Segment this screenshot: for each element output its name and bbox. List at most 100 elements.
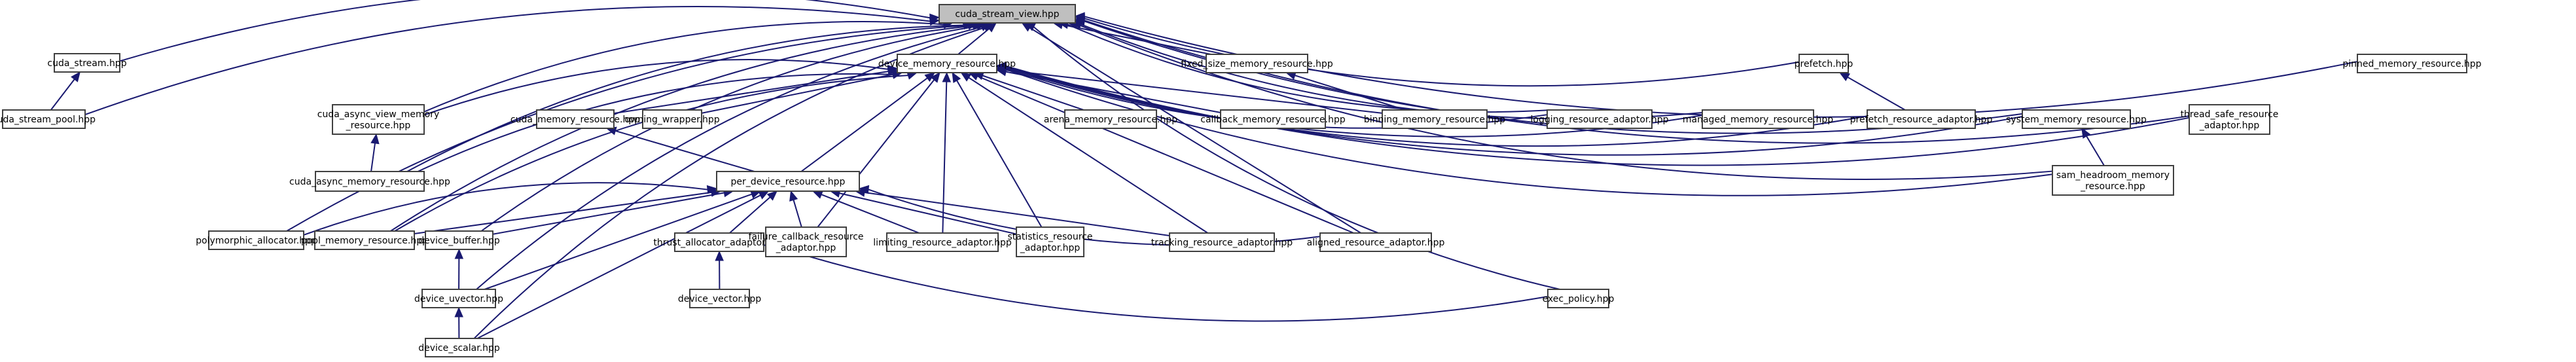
node-label: per_device_resource.hpp bbox=[731, 177, 846, 187]
graph-node-cuda-async-view[interactable]: cuda_async_view_memory_resource.hpp bbox=[317, 104, 440, 135]
graph-node-dmr[interactable]: device_memory_resource.hpp bbox=[878, 54, 1016, 73]
node-box bbox=[642, 109, 702, 129]
edge-line bbox=[394, 75, 908, 232]
node-box bbox=[1547, 289, 1609, 308]
edge-device-vector-to-thrust-alloc bbox=[715, 250, 724, 290]
edge-line bbox=[390, 25, 973, 232]
edge-aligned-to-dmr bbox=[968, 72, 1354, 234]
graph-node-thread-safe[interactable]: thread_safe_resource_adaptor.hpp bbox=[2181, 104, 2279, 135]
graph-node-thrust-alloc[interactable]: thrust_allocator_adaptor.hpp bbox=[653, 232, 785, 252]
arrowhead-icon bbox=[952, 71, 961, 83]
node-box bbox=[1064, 109, 1157, 129]
node-label: managed_memory_resource.hpp bbox=[1683, 115, 1833, 125]
node-label: statistics_resource bbox=[1008, 232, 1093, 242]
edge-line bbox=[1005, 65, 2190, 166]
node-label: device_uvector.hpp bbox=[414, 294, 503, 304]
node-box bbox=[332, 104, 425, 135]
arrowhead-icon bbox=[789, 190, 798, 202]
edge-line bbox=[476, 194, 761, 339]
node-label: _adaptor.hpp bbox=[1020, 243, 1081, 253]
arrowhead-icon bbox=[454, 306, 463, 317]
node-label: limiting_resource_adaptor.hpp bbox=[873, 238, 1012, 248]
edge-line bbox=[480, 26, 977, 232]
edge-line bbox=[772, 245, 1548, 322]
node-label: sam_headroom_memory bbox=[2056, 170, 2170, 181]
node-box bbox=[897, 54, 997, 73]
node-label: cuda_stream.hpp bbox=[47, 58, 126, 69]
graph-node-device-uvector[interactable]: device_uvector.hpp bbox=[414, 289, 503, 308]
graph-node-device-vector[interactable]: device_vector.hpp bbox=[678, 289, 761, 308]
node-label: exec_policy.hpp bbox=[1543, 294, 1615, 304]
graph-node-callback[interactable]: callback_memory_resource.hpp bbox=[1200, 109, 1346, 129]
node-label: binning_memory_resource.hpp bbox=[1364, 115, 1505, 125]
edge-line bbox=[1033, 26, 1560, 290]
node-box bbox=[2052, 165, 2174, 196]
graph-node-statistics[interactable]: statistics_resource_adaptor.hpp bbox=[1008, 226, 1093, 257]
graph-node-cuda-stream-pool[interactable]: cuda_stream_pool.hpp bbox=[0, 109, 96, 129]
node-box bbox=[1206, 54, 1308, 73]
graph-node-cuda-stream[interactable]: cuda_stream.hpp bbox=[47, 53, 127, 73]
edge-line bbox=[119, 0, 931, 62]
graph-node-cuda-mr[interactable]: cuda_memory_resource.hpp bbox=[510, 109, 640, 129]
arrowhead-icon bbox=[766, 190, 778, 201]
node-box bbox=[2022, 109, 2131, 129]
graph-node-device-scalar[interactable]: device_scalar.hpp bbox=[418, 338, 500, 357]
node-box bbox=[1319, 232, 1432, 252]
arrowhead-icon bbox=[995, 65, 1007, 74]
edges-layer bbox=[50, 0, 2358, 339]
graph-node-exec-policy[interactable]: exec_policy.hpp bbox=[1543, 289, 1615, 308]
node-box bbox=[1547, 109, 1653, 129]
edge-line bbox=[982, 75, 1084, 111]
graph-node-polymorphic[interactable]: polymorphic_allocator.hpp bbox=[196, 230, 317, 250]
edge-line bbox=[942, 81, 948, 234]
graph-node-prefetch[interactable]: prefetch.hpp bbox=[1795, 54, 1853, 73]
arrowhead-icon bbox=[812, 190, 824, 199]
edge-line bbox=[1005, 66, 1868, 147]
arrowhead-icon bbox=[858, 185, 870, 194]
node-label: aligned_resource_adaptor.hpp bbox=[1307, 238, 1445, 248]
graph-node-managed[interactable]: managed_memory_resource.hpp bbox=[1683, 109, 1833, 129]
graph-node-pool[interactable]: pool_memory_resource.hpp bbox=[301, 230, 428, 250]
node-box bbox=[1867, 109, 1976, 129]
graph-node-binning[interactable]: binning_memory_resource.hpp bbox=[1364, 109, 1505, 129]
edge-line bbox=[418, 73, 893, 172]
edge-line bbox=[1005, 69, 1383, 114]
edge-prefetch-adaptor-to-prefetch bbox=[1838, 72, 1906, 111]
node-box bbox=[315, 171, 425, 192]
edge-line bbox=[977, 75, 1354, 234]
graph-node-fixed-size[interactable]: fixed_size_memory_resource.hpp bbox=[1181, 54, 1333, 73]
graph-node-failure-cb[interactable]: failure_callback_resource_adaptor.hpp bbox=[748, 226, 864, 257]
edge-prefetch-to-root bbox=[1074, 14, 1800, 87]
graph-node-tracking[interactable]: tracking_resource_adaptor.hpp bbox=[1151, 232, 1293, 252]
graph-node-sam-headroom[interactable]: sam_headroom_memory_resource.hpp bbox=[2052, 165, 2174, 196]
node-label: cuda_stream_view.hpp bbox=[955, 9, 1059, 20]
edge-cuda-stream-pool-to-cuda-stream bbox=[50, 71, 81, 111]
arrowhead-icon bbox=[1838, 72, 1850, 82]
edge-line bbox=[1005, 69, 2053, 196]
edge-line bbox=[492, 192, 724, 235]
node-label: thrust_allocator_adaptor.hpp bbox=[653, 238, 785, 248]
edge-exec-policy-to-thrust-alloc bbox=[762, 241, 1548, 322]
graph-node-pinned[interactable]: pinned_memory_resource.hpp bbox=[2342, 54, 2482, 73]
graph-node-limiting[interactable]: limiting_resource_adaptor.hpp bbox=[873, 232, 1012, 252]
graph-node-cuda-async[interactable]: cuda_async_memory_resource.hpp bbox=[289, 171, 450, 192]
node-label: prefetch_resource_adaptor.hpp bbox=[1850, 115, 1993, 125]
edge-line bbox=[864, 191, 1170, 236]
graph-node-root[interactable]: cuda_stream_view.hpp bbox=[939, 4, 1076, 24]
arrowhead-icon bbox=[930, 72, 940, 83]
node-box bbox=[689, 289, 750, 308]
graph-node-system[interactable]: system_memory_resource.hpp bbox=[2006, 109, 2147, 129]
node-box bbox=[1169, 232, 1275, 252]
node-label: device_memory_resource.hpp bbox=[878, 59, 1016, 69]
graph-node-per-device[interactable]: per_device_resource.hpp bbox=[716, 171, 860, 192]
graph-node-aligned[interactable]: aligned_resource_adaptor.hpp bbox=[1307, 232, 1445, 252]
graph-node-owning-wrapper[interactable]: owning_wrapper.hpp bbox=[624, 109, 720, 129]
edge-line bbox=[423, 21, 944, 113]
graph-node-device-buffer[interactable]: device_buffer.hpp bbox=[418, 230, 500, 250]
edge-line bbox=[817, 79, 935, 228]
node-box bbox=[674, 232, 764, 252]
graph-node-logging[interactable]: logging_resource_adaptor.hpp bbox=[1531, 109, 1669, 129]
graph-node-prefetch-adaptor[interactable]: prefetch_resource_adaptor.hpp bbox=[1850, 109, 1993, 129]
graph-node-arena[interactable]: arena_memory_resource.hpp bbox=[1044, 109, 1177, 129]
